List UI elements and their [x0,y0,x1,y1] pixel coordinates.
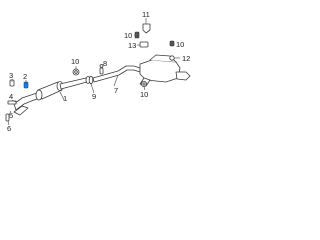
callout-10-far: 10 [176,40,184,49]
callout-6: 6 [7,124,11,133]
callout-10-right: 10 [140,90,148,99]
gasket-part-9 [88,75,94,85]
callout-13: 13 [128,41,136,50]
exhaust-system-diagram: 1 2 3 4 5 6 7 8 9 10 10 10 11 12 13 10 [5,10,191,133]
leader-lines [7,18,180,126]
callout-7: 7 [114,86,118,95]
rear-muffler [139,54,191,87]
callout-8: 8 [103,59,107,68]
nut-part-12 [169,55,175,61]
callout-2: 2 [23,72,27,81]
callout-12: 12 [182,54,190,63]
callout-11: 11 [142,10,150,19]
bolt-part-10-far [169,40,175,47]
callout-1: 1 [63,94,67,103]
callout-4: 4 [9,92,13,101]
callout-9: 9 [92,92,96,101]
callout-5: 5 [9,111,13,120]
callout-3: 3 [9,71,13,80]
callout-10-left: 10 [71,57,79,66]
hanger-part-10-right [140,81,147,88]
bolt-part-6 [5,113,10,122]
hanger-part-10-left [72,68,80,76]
callout-10-upper: 10 [124,31,132,40]
bracket-part-11 [142,23,151,34]
clamp-part-13 [139,41,149,48]
hanger-part-10-upper [134,31,140,39]
